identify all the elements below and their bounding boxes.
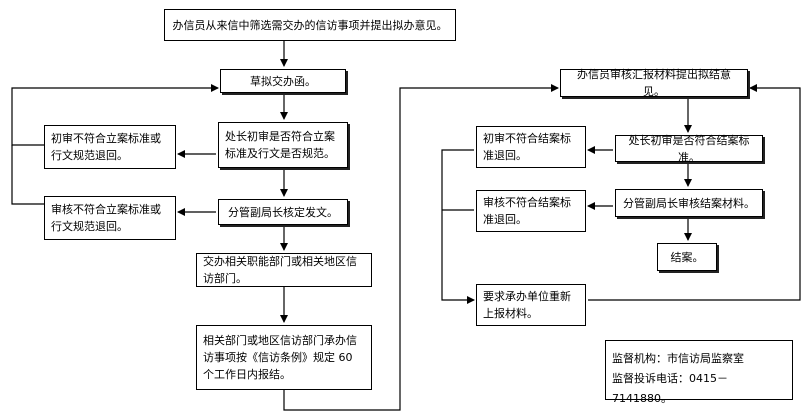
step-handle-report-text: 相关部门或地区信访部门承办信访事项按《信访条例》规定 60 个工作日内报结。: [203, 334, 357, 381]
step-case-closed-text: 结案。: [670, 250, 704, 264]
supervision-org: 监督机构：市信访局监察室: [612, 352, 744, 365]
step-reject-first-review-text: 初审不符合立案标准或行文规范退回。: [51, 132, 161, 162]
step-assign-department-text: 交办相关职能部门或相关地区信访部门。: [203, 255, 357, 285]
step-review-report-text: 办信员审核汇报材料提出拟结意见。: [577, 68, 731, 98]
supervision-phone: 监督投诉电话：0415－7141880。: [612, 372, 728, 405]
step-chief-review: 处长初审是否符合立案标准及行文是否规范。: [218, 122, 348, 168]
step-reject-close-deputy-text: 审核不符合结案标准退回。: [483, 196, 571, 226]
step-assign-department: 交办相关职能部门或相关地区信访部门。: [196, 253, 372, 287]
step-review-report: 办信员审核汇报材料提出拟结意见。: [560, 68, 748, 98]
step-select-letters-text: 办信员从来信中筛选需交办的信访事项并提出拟办意见。: [172, 18, 448, 32]
step-draft-letter-text: 草拟交办函。: [250, 74, 316, 88]
step-request-resubmit-text: 要求承办单位重新上报材料。: [483, 290, 571, 320]
step-reject-close-deputy: 审核不符合结案标准退回。: [476, 190, 586, 232]
step-deputy-approve-text: 分管副局长核定发文。: [228, 205, 338, 219]
step-deputy-close-review: 分管副局长审核结案材料。: [615, 189, 763, 217]
step-request-resubmit: 要求承办单位重新上报材料。: [476, 284, 586, 326]
step-reject-deputy-review: 审核不符合立案标准或行文规范退回。: [44, 196, 176, 240]
step-handle-report: 相关部门或地区信访部门承办信访事项按《信访条例》规定 60 个工作日内报结。: [196, 325, 372, 390]
step-chief-review-text: 处长初审是否符合立案标准及行文是否规范。: [225, 130, 335, 160]
step-deputy-close-review-text: 分管副局长审核结案材料。: [623, 196, 755, 210]
step-draft-letter: 草拟交办函。: [220, 69, 346, 93]
step-chief-close-review-text: 处长初审是否符合结案标准。: [628, 133, 750, 164]
step-reject-first-review: 初审不符合立案标准或行文规范退回。: [44, 125, 176, 169]
step-deputy-approve: 分管副局长核定发文。: [218, 199, 348, 225]
step-reject-close-first: 初审不符合结案标准退回。: [476, 126, 586, 168]
step-select-letters: 办信员从来信中筛选需交办的信访事项并提出拟办意见。: [164, 9, 456, 41]
supervision-info: 监督机构：市信访局监察室 监督投诉电话：0415－7141880。: [605, 340, 793, 405]
step-reject-close-first-text: 初审不符合结案标准退回。: [483, 132, 571, 162]
step-chief-close-review: 处长初审是否符合结案标准。: [615, 134, 763, 164]
step-reject-deputy-review-text: 审核不符合立案标准或行文规范退回。: [51, 203, 161, 233]
step-case-closed: 结案。: [657, 243, 717, 271]
